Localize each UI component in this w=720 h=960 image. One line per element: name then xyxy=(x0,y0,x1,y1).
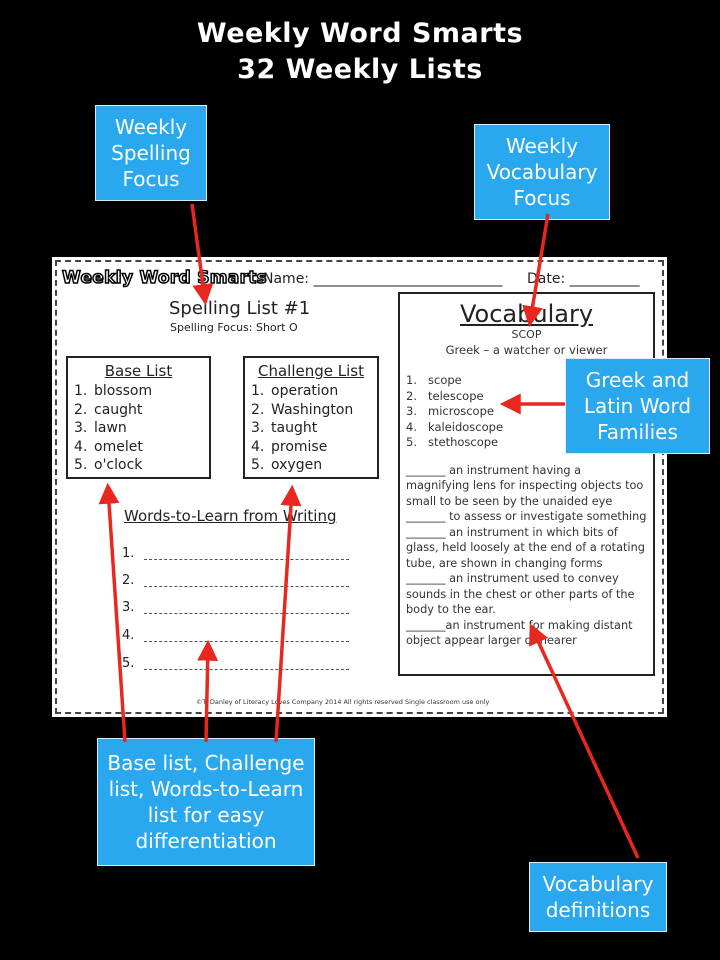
worksheet-preview: Weekly Word Smarts Name: _______________… xyxy=(52,257,667,717)
challenge-list-box: Challenge List 1.operation 2.Washington … xyxy=(243,356,379,479)
vocabulary-root-meaning: Greek – a watcher or viewer xyxy=(445,343,608,357)
date-field: Date: __________ xyxy=(527,271,640,287)
vocabulary-definitions: _______ an instrument having a magnifyin… xyxy=(406,463,648,649)
definition-item: _______ an instrument used to convey sou… xyxy=(406,572,635,616)
callout-vocabulary-definitions: Vocabulary definitions xyxy=(529,862,667,932)
copyright-notice: ©T. Danley of Literacy Loves Company 201… xyxy=(196,698,490,706)
challenge-list-title: Challenge List xyxy=(258,362,364,380)
list-item: 4.omelet xyxy=(74,438,143,455)
callout-differentiation: Base list, Challenge list, Words-to-Lear… xyxy=(97,738,315,866)
definition-item: _______ to assess or investigate somethi… xyxy=(406,510,647,523)
title-line-2: 32 Weekly Lists xyxy=(237,54,483,85)
list-item: 4.promise xyxy=(251,438,328,455)
arrow-challenge-list xyxy=(274,484,302,743)
list-item: 5.stethoscope xyxy=(406,435,499,449)
base-list-box: Base List 1.blossom 2.caught 3.lawn 4.om… xyxy=(66,356,211,479)
callout-spelling-focus: Weekly Spelling Focus xyxy=(95,105,207,201)
words-to-learn-title: Words-to-Learn from Writing xyxy=(124,507,337,525)
list-item: 3.microscope xyxy=(406,404,494,418)
callout-greek-latin-families: Greek and Latin Word Families xyxy=(565,358,710,454)
writing-line: 5. xyxy=(122,656,349,671)
list-item: 3.taught xyxy=(251,420,318,436)
list-item: 5.oxygen xyxy=(251,457,323,473)
writing-line: 3. xyxy=(122,600,349,615)
list-item: 2.Washington xyxy=(251,401,354,418)
name-field: Name: ___________________________ xyxy=(263,271,503,287)
arrow-words-to-learn xyxy=(197,639,219,743)
list-item: 5.o'clock xyxy=(74,457,143,473)
title-line-1: Weekly Word Smarts xyxy=(196,18,524,49)
list-item: 1.scope xyxy=(406,373,462,387)
list-item: 1.blossom xyxy=(74,383,153,399)
base-list-title: Base List xyxy=(104,362,173,380)
worksheet-logo: Weekly Word Smarts xyxy=(61,267,268,289)
list-item: 1.operation xyxy=(251,383,339,399)
list-item: 2.telescope xyxy=(406,388,484,403)
arrow-base-list xyxy=(98,482,127,743)
vocabulary-root: SCOP xyxy=(511,328,542,341)
arrow-vocabulary-focus xyxy=(522,213,550,328)
spelling-focus: Spelling Focus: Short O xyxy=(170,321,298,334)
list-item: 4.kaleidoscope xyxy=(406,419,504,434)
worksheet-border xyxy=(55,260,664,714)
list-item: 2.caught xyxy=(74,401,143,418)
arrow-spelling-focus xyxy=(190,203,214,306)
writing-line: 1. xyxy=(122,546,349,561)
definition-item: _______ an instrument in which bits of g… xyxy=(406,525,645,570)
writing-line: 4. xyxy=(122,628,349,643)
arrow-vocab-definitions xyxy=(529,623,640,859)
list-item: 3.lawn xyxy=(74,420,127,436)
definition-item: _______ an instrument having a magnifyin… xyxy=(406,463,644,508)
callout-vocabulary-focus: Weekly Vocabulary Focus xyxy=(474,124,610,220)
vocabulary-box: Vocabulary SCOP Greek – a watcher or vie… xyxy=(398,292,655,676)
writing-line: 2. xyxy=(122,573,349,588)
vocabulary-word-list: 1.scope 2.telescope 3.microscope 4.kalei… xyxy=(406,373,653,451)
